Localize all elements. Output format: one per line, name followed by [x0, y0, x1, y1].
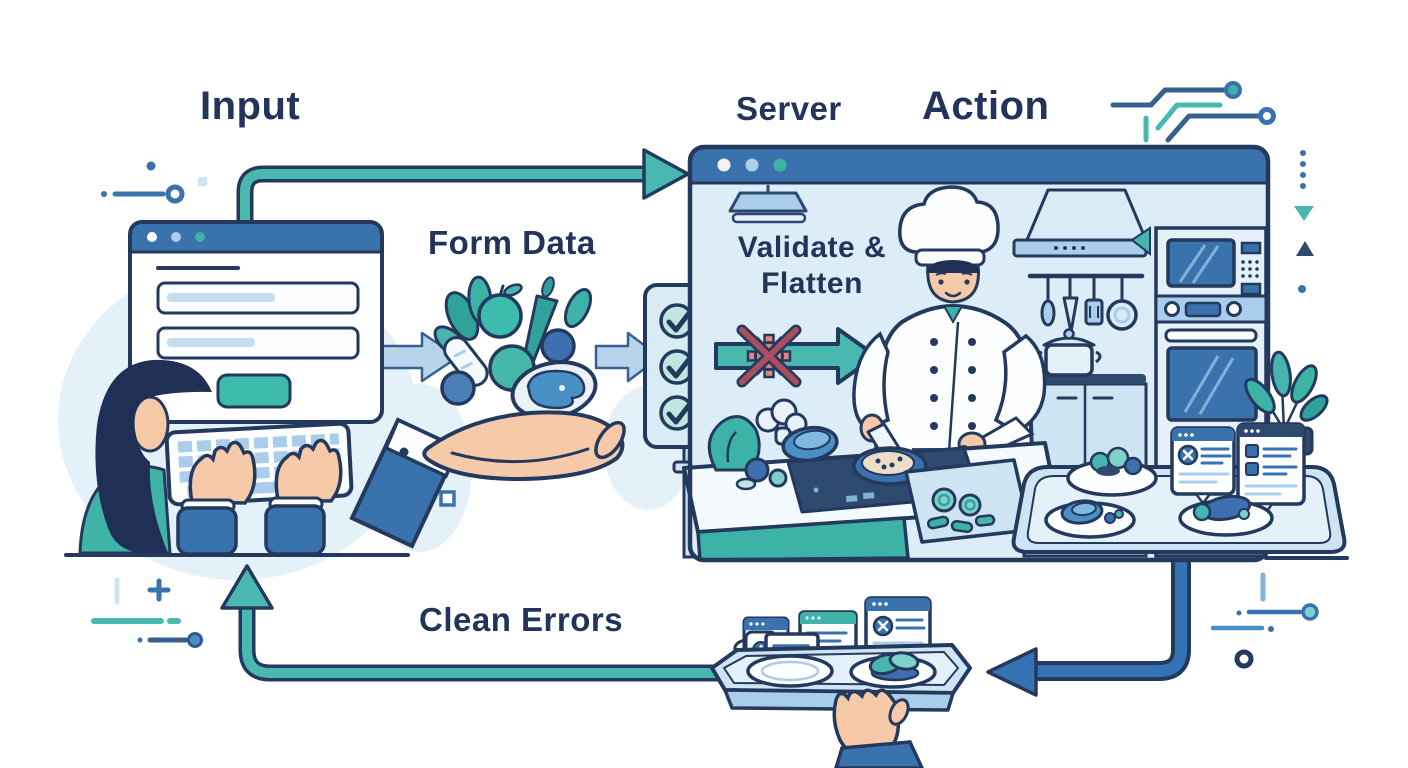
pan-icon: [1106, 299, 1138, 331]
label-form-data: Form Data: [428, 224, 596, 261]
waiter-thumb: [888, 698, 910, 726]
beet-icon: [540, 328, 576, 364]
serving-table: [1011, 422, 1347, 554]
crossed-gear-icon: [736, 324, 802, 388]
window-dot: [147, 232, 157, 242]
label-validate-line2: Flatten: [761, 267, 863, 300]
decor-square: [439, 490, 456, 507]
microwave-keypad: [1241, 260, 1259, 278]
label-clean-errors: Clean Errors: [419, 601, 624, 638]
decor-bottom-left: [91, 577, 203, 648]
field-value-bar: [167, 338, 255, 347]
oven-handle: [1164, 328, 1258, 343]
leaf-icon: [1290, 364, 1318, 404]
decor-bottom-right: [1210, 572, 1319, 669]
cucumber-slice: [931, 487, 957, 513]
error-card: [1170, 426, 1236, 505]
check-icon: [666, 305, 696, 333]
cutting-board: [904, 458, 1032, 544]
label-input: Input: [200, 84, 301, 128]
submit-button: [216, 373, 292, 409]
knife-icon: [1062, 296, 1079, 334]
sleeve: [176, 506, 238, 556]
checkbox-icon: [1245, 462, 1259, 476]
window-dot: [773, 158, 787, 172]
flow-pipe-tray-to-input: [220, 564, 725, 682]
serving-tray: [710, 596, 972, 768]
tray-food: [868, 651, 920, 682]
woman-typing: [78, 359, 354, 556]
leaf-icon: [1299, 394, 1329, 422]
waiter-sleeve: [834, 740, 924, 768]
kitchen-counter: [682, 398, 1060, 562]
plated-dishes: [1044, 446, 1274, 539]
radish-icon: [744, 457, 770, 483]
lettuce-icon: [707, 415, 761, 472]
plum-icon: [440, 370, 476, 406]
produce-on-counter: [707, 398, 839, 491]
open-palm: [422, 410, 625, 482]
form-input-field: [156, 326, 360, 360]
chef-arm-right: [993, 333, 1047, 434]
oven-window: [1166, 346, 1258, 422]
sleeve: [264, 504, 326, 556]
field-value-bar: [167, 293, 275, 302]
range-hood: [1012, 188, 1151, 258]
plate: [746, 654, 834, 688]
label-validate-flatten: Validate & Flatten: [712, 230, 912, 302]
leaf-icon: [1270, 350, 1292, 398]
chef-hat: [898, 185, 1000, 254]
decor-right-side: [1294, 150, 1314, 293]
jacket-buttons: [930, 338, 976, 430]
typing-hand-right: [274, 438, 343, 503]
daikon-icon: [443, 336, 489, 387]
server-titlebar: [690, 147, 1268, 183]
utensil-rack: [1027, 273, 1145, 334]
window-dot: [717, 158, 731, 172]
checklist-card: [1236, 422, 1306, 516]
waiter-h and: [832, 688, 901, 759]
window-dot: [195, 232, 205, 242]
woman-hair: [95, 359, 212, 553]
spoon-icon: [1040, 299, 1056, 327]
hand-with-produce: [349, 275, 626, 549]
steak-icon: [510, 360, 598, 420]
check-icon: [666, 351, 696, 379]
label-action: Action: [922, 84, 1050, 128]
thumb: [594, 420, 626, 460]
window-dot: [745, 158, 759, 172]
error-card-tray: [864, 596, 932, 660]
cucumber-slice: [958, 493, 982, 517]
flow-arrow-validate: [714, 324, 878, 388]
cufflink: [399, 447, 409, 457]
decor-circuit-lines: [1110, 81, 1276, 143]
microwave-window: [1166, 238, 1236, 288]
typing-hand-left: [188, 440, 257, 505]
spatula-icon: [1084, 298, 1104, 326]
flow-pipe-input-to-server: [236, 148, 690, 243]
x-icon: [736, 324, 802, 388]
chef-arm-left: [852, 331, 891, 430]
flow-pipe-server-to-tray: [986, 546, 1191, 697]
pendant-lamp-icon: [728, 185, 808, 224]
cauliflower-icon: [755, 398, 808, 446]
window-dot: [171, 232, 181, 242]
label-validate-line1: Validate &: [737, 231, 887, 264]
decor-top-left: [101, 161, 207, 204]
label-server: Server: [736, 90, 842, 127]
check-icon: [666, 397, 696, 425]
checkbox-icon: [1245, 444, 1259, 458]
apple-icon: [477, 293, 523, 339]
leaf-icon: [563, 287, 593, 329]
leaf-icon: [1244, 377, 1276, 415]
steak-icon: [781, 425, 839, 463]
produce: [433, 275, 598, 420]
